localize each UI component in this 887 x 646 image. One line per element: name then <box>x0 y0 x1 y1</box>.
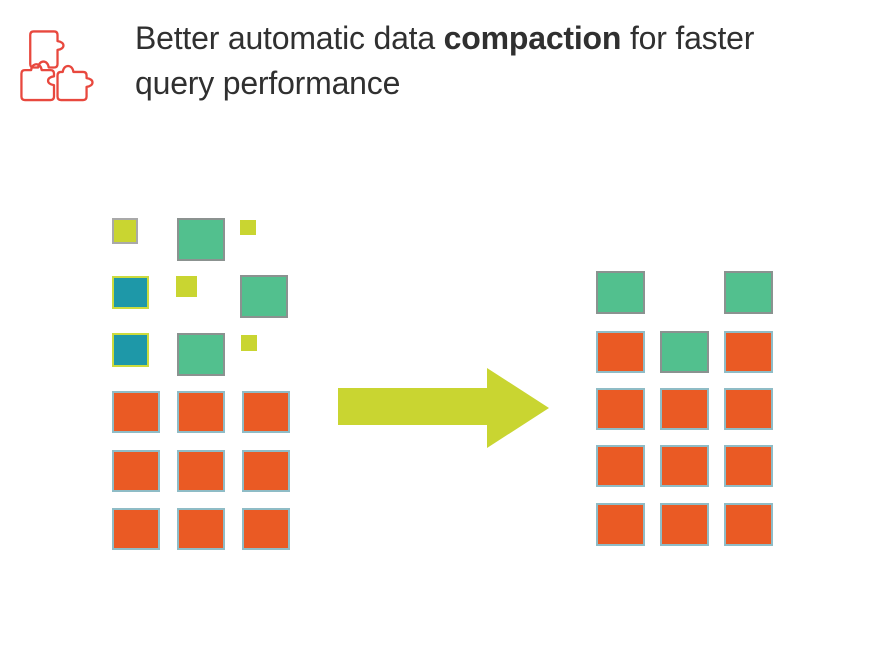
file-square <box>242 450 290 492</box>
file-square <box>112 218 138 244</box>
file-square <box>596 388 645 430</box>
file-square <box>177 450 225 492</box>
puzzle-pieces-paths <box>20 30 94 102</box>
puzzle-pieces-icon <box>20 30 94 102</box>
file-square <box>724 271 773 314</box>
file-square <box>112 333 149 367</box>
title-line2: query performance <box>135 65 401 101</box>
file-square <box>242 508 290 550</box>
file-square <box>724 445 773 487</box>
file-square <box>660 503 709 546</box>
right-block-arrow <box>338 368 549 448</box>
file-square <box>112 508 160 550</box>
file-square <box>177 391 225 433</box>
title-text-after-bold: for faster <box>621 20 755 56</box>
file-square <box>660 445 709 487</box>
file-square <box>242 391 290 433</box>
file-square <box>596 503 645 546</box>
slide-title: Better automatic data compaction for fas… <box>135 16 865 106</box>
title-text-before-bold: Better automatic data <box>135 20 444 56</box>
file-square <box>177 508 225 550</box>
title-bold-word: compaction <box>443 20 622 56</box>
compaction-arrow <box>338 368 549 448</box>
file-square <box>176 276 197 297</box>
file-square <box>177 333 225 376</box>
file-square <box>724 331 773 373</box>
file-square <box>112 276 149 309</box>
file-square <box>112 391 160 433</box>
file-square <box>596 445 645 487</box>
file-square <box>596 271 645 314</box>
file-square <box>724 388 773 430</box>
title-line1: Better automatic data compaction for fas… <box>135 20 754 56</box>
file-square <box>241 335 257 351</box>
file-square <box>596 331 645 373</box>
file-square <box>177 218 225 261</box>
file-square <box>660 331 709 373</box>
file-square <box>660 388 709 430</box>
file-square <box>240 220 256 235</box>
file-square <box>112 450 160 492</box>
file-square <box>240 275 288 318</box>
file-square <box>724 503 773 546</box>
